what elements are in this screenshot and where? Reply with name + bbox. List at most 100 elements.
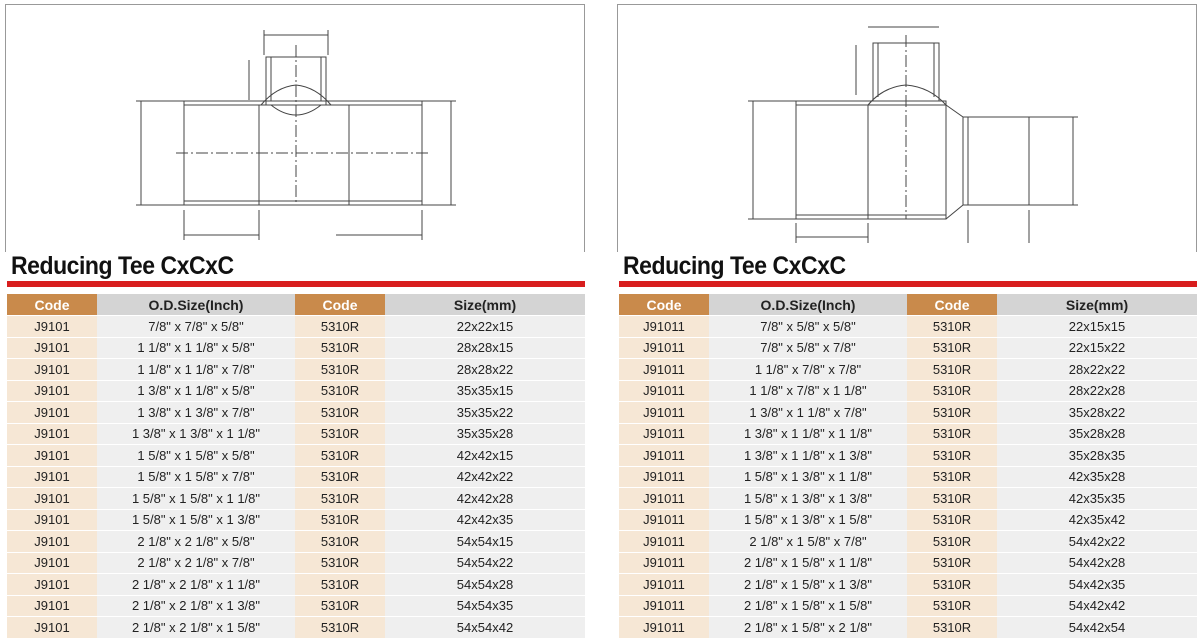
table-cell: J91011: [619, 509, 709, 531]
table-cell: 2 1/8" x 2 1/8" x 1 3/8": [97, 595, 295, 617]
table-cell: 5310R: [295, 573, 385, 596]
table-cell: 35x28x22: [997, 401, 1197, 424]
table-cell: 2 1/8" x 1 5/8" x 1 1/8": [709, 552, 907, 574]
table-cell: 22x15x22: [997, 337, 1197, 359]
column-header: Code: [619, 294, 709, 316]
table-cell: J9101: [7, 466, 97, 488]
table-cell: 5310R: [295, 358, 385, 381]
table-cell: 42x42x35: [385, 509, 585, 531]
table-cell: 35x35x28: [385, 423, 585, 445]
table-cell: 5310R: [907, 616, 997, 639]
table-cell: 1 3/8" x 1 3/8" x 7/8": [97, 401, 295, 424]
table-cell: 54x54x35: [385, 595, 585, 617]
table-cell: 5310R: [907, 573, 997, 596]
table-cell: 42x42x15: [385, 444, 585, 467]
table-cell: 2 1/8" x 2 1/8" x 7/8": [97, 552, 295, 574]
table-cell: J9101: [7, 487, 97, 510]
table-cell: 1 5/8" x 1 5/8" x 5/8": [97, 444, 295, 467]
table-cell: 5310R: [907, 487, 997, 510]
table-cell: 5310R: [295, 444, 385, 467]
table-cell: 5310R: [295, 315, 385, 338]
table-cell: 5310R: [907, 530, 997, 553]
column-header: Size(mm): [997, 294, 1197, 316]
table-cell: 5310R: [907, 423, 997, 445]
table-cell: 2 1/8" x 1 5/8" x 2 1/8": [709, 616, 907, 639]
table-cell: 22x22x15: [385, 315, 585, 338]
table-cell: 1 1/8" x 7/8" x 7/8": [709, 358, 907, 381]
table-cell: J9101: [7, 595, 97, 617]
table-cell: 1 3/8" x 1 1/8" x 1 3/8": [709, 444, 907, 467]
tee-drawing: [5, 4, 585, 252]
table-cell: J91011: [619, 530, 709, 553]
table-cell: 5310R: [907, 337, 997, 359]
table-cell: J9101: [7, 530, 97, 553]
table-cell: 7/8" x 7/8" x 5/8": [97, 315, 295, 338]
table-cell: 5310R: [295, 530, 385, 553]
table-cell: J9101: [7, 444, 97, 467]
table-cell: 35x35x15: [385, 380, 585, 402]
table-cell: 1 3/8" x 1 1/8" x 1 1/8": [709, 423, 907, 445]
table-cell: 1 1/8" x 1 1/8" x 7/8": [97, 358, 295, 381]
table-cell: 5310R: [907, 595, 997, 617]
table-cell: 5310R: [295, 466, 385, 488]
table-cell: J91011: [619, 573, 709, 596]
tee-technical-drawing: [136, 30, 456, 240]
table-cell: J91011: [619, 552, 709, 574]
table-cell: 1 3/8" x 1 1/8" x 5/8": [97, 380, 295, 402]
table-cell: 5310R: [295, 380, 385, 402]
divider: [619, 281, 1197, 287]
table-cell: J91011: [619, 401, 709, 424]
table-cell: 54x42x42: [997, 595, 1197, 617]
table-cell: 28x22x28: [997, 380, 1197, 402]
table-cell: 1 5/8" x 1 3/8" x 1 1/8": [709, 466, 907, 488]
table-cell: 5310R: [295, 616, 385, 639]
table-cell: J9101: [7, 509, 97, 531]
table-cell: 1 5/8" x 1 3/8" x 1 5/8": [709, 509, 907, 531]
table-cell: 54x42x22: [997, 530, 1197, 553]
table-cell: 5310R: [295, 337, 385, 359]
table-cell: 54x54x42: [385, 616, 585, 639]
table-cell: 1 3/8" x 1 3/8" x 1 1/8": [97, 423, 295, 445]
column-header: O.D.Size(Inch): [709, 294, 907, 316]
table-cell: 1 1/8" x 7/8" x 1 1/8": [709, 380, 907, 402]
table-cell: 5310R: [295, 552, 385, 574]
section-title: Reducing Tee CxCxC: [11, 252, 234, 280]
table-cell: 5310R: [295, 509, 385, 531]
column-header: O.D.Size(Inch): [97, 294, 295, 316]
table-cell: 35x28x35: [997, 444, 1197, 467]
table-cell: 35x35x22: [385, 401, 585, 424]
table-cell: 2 1/8" x 1 5/8" x 1 5/8": [709, 595, 907, 617]
section-title: Reducing Tee CxCxC: [623, 252, 846, 280]
tee-drawing: [617, 4, 1197, 252]
table-cell: 5310R: [295, 487, 385, 510]
table-cell: J91011: [619, 616, 709, 639]
table-cell: 28x28x15: [385, 337, 585, 359]
table-cell: J9101: [7, 616, 97, 639]
table-cell: J9101: [7, 380, 97, 402]
table-cell: 54x54x15: [385, 530, 585, 553]
table-cell: 54x54x28: [385, 573, 585, 596]
